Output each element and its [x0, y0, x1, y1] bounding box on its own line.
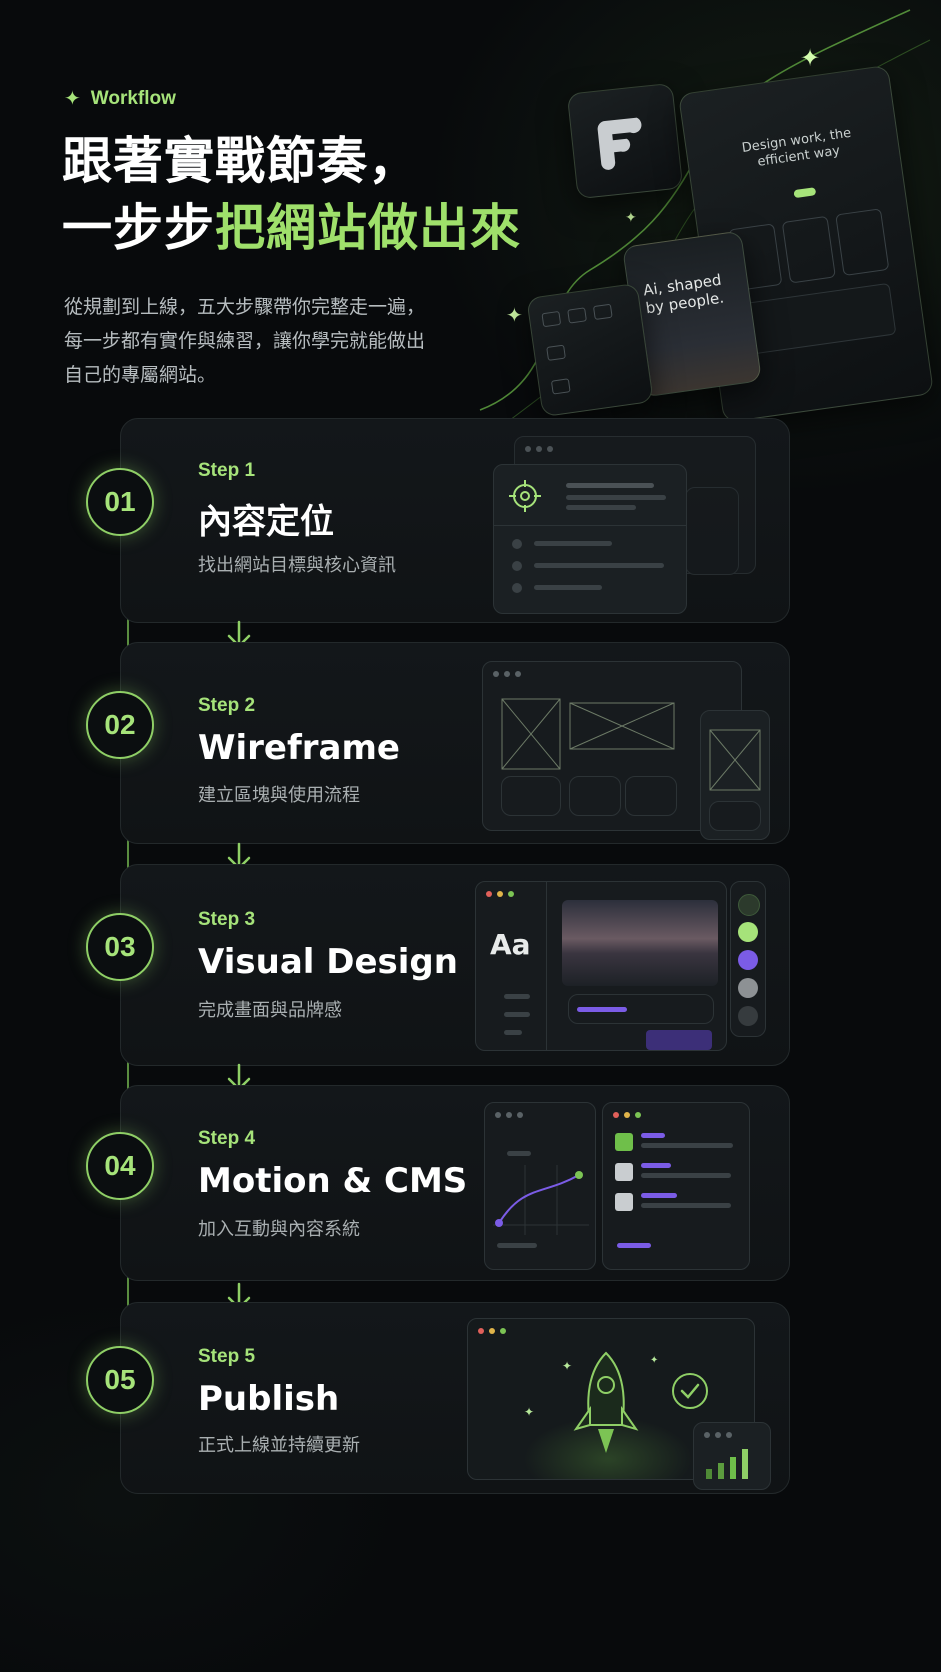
mock-headline: Design work, the efficient way — [740, 125, 853, 170]
kicker-label: Workflow — [90, 88, 176, 109]
step-description: 建立區塊與使用流程 — [198, 785, 360, 806]
headline-plain: 一步步 — [62, 199, 215, 257]
wireframe-desktop — [482, 661, 742, 831]
section-kicker: ✦ Workflow — [64, 88, 176, 110]
primary-button-swatch — [646, 1030, 712, 1050]
step-label: Step 4 — [198, 1128, 256, 1149]
step-label: Step 3 — [198, 909, 256, 930]
sparkle-icon: ✦ — [562, 1359, 573, 1373]
headline-line-2: 一步步把網站做出來 — [62, 195, 521, 262]
step-label: Step 2 — [198, 695, 256, 716]
step-label: Step 1 — [198, 460, 256, 481]
image-placeholder-icon — [709, 729, 761, 791]
step-number-badge: 03 — [86, 913, 154, 981]
mock-cta — [793, 187, 817, 199]
intro-line: 從規劃到上線，五大步驟帶你完整走一遍， — [64, 296, 426, 318]
intro-line: 自己的專屬網站。 — [64, 364, 217, 386]
step-title: Visual Design — [198, 942, 458, 982]
step-number-badge: 05 — [86, 1346, 154, 1414]
target-icon — [509, 480, 541, 512]
mock-panel — [738, 282, 897, 356]
sparkle-icon: ✦ — [800, 45, 820, 72]
step-description: 加入互動與內容系統 — [198, 1219, 360, 1240]
stats-mini-window — [693, 1422, 771, 1490]
step-title: Wireframe — [198, 728, 400, 768]
step-description: 正式上線並持續更新 — [198, 1435, 360, 1456]
visual-design-window: Aa — [475, 881, 727, 1051]
image-placeholder-icon — [501, 698, 561, 770]
easing-curve-graph — [493, 1165, 589, 1235]
intro-line: 每一步都有實作與練習，讓你學完就能做出 — [64, 330, 426, 352]
brand-logo-icon — [597, 117, 642, 170]
avatar — [615, 1133, 633, 1151]
landscape-image — [562, 900, 718, 986]
step1-front-window — [493, 464, 687, 614]
mock-card — [781, 215, 836, 284]
cms-list-window — [602, 1102, 750, 1270]
avatar — [615, 1163, 633, 1181]
color-palette — [730, 881, 766, 1037]
app-logo-tile — [566, 82, 684, 200]
sparkle-icon: ✦ — [506, 305, 523, 327]
hero-mock-icon-grid — [526, 282, 654, 418]
page-title: 跟著實戰節奏， 一步步把網站做出來 — [62, 128, 521, 262]
step-title: Publish — [198, 1379, 340, 1419]
mock-tagline: Ai, shaped by people. — [642, 270, 726, 318]
mock-card — [835, 208, 890, 277]
sparkle-icon: ✦ — [650, 1355, 659, 1366]
image-placeholder-icon — [569, 702, 675, 750]
headline-highlight: 把網站做出來 — [215, 199, 521, 257]
headline-line-1: 跟著實戰節奏， — [62, 132, 419, 190]
step-label: Step 5 — [198, 1346, 256, 1367]
step-title: Motion & CMS — [198, 1161, 468, 1201]
step-number-badge: 02 — [86, 691, 154, 759]
motion-curve-window — [484, 1102, 596, 1270]
step-description: 找出網站目標與核心資訊 — [198, 555, 396, 576]
rocket-icon — [573, 1351, 639, 1453]
wireframe-mobile — [700, 710, 770, 840]
sparkle-icon: ✦ — [625, 209, 637, 225]
step-number-badge: 04 — [86, 1132, 154, 1200]
avatar — [615, 1193, 633, 1211]
step-title: 內容定位 — [198, 502, 334, 542]
step-description: 完成畫面與品牌感 — [198, 1000, 342, 1021]
sparkle-icon: ✦ — [524, 1405, 535, 1419]
sparkle-icon: ✦ — [64, 88, 81, 110]
mock-panel — [685, 487, 739, 575]
type-sample: Aa — [490, 928, 531, 961]
check-circle-icon — [672, 1373, 708, 1409]
step-number-badge: 01 — [86, 468, 154, 536]
intro-paragraph: 從規劃到上線，五大步驟帶你完整走一遍， 每一步都有實作與練習，讓你學完就能做出 … — [64, 290, 494, 392]
